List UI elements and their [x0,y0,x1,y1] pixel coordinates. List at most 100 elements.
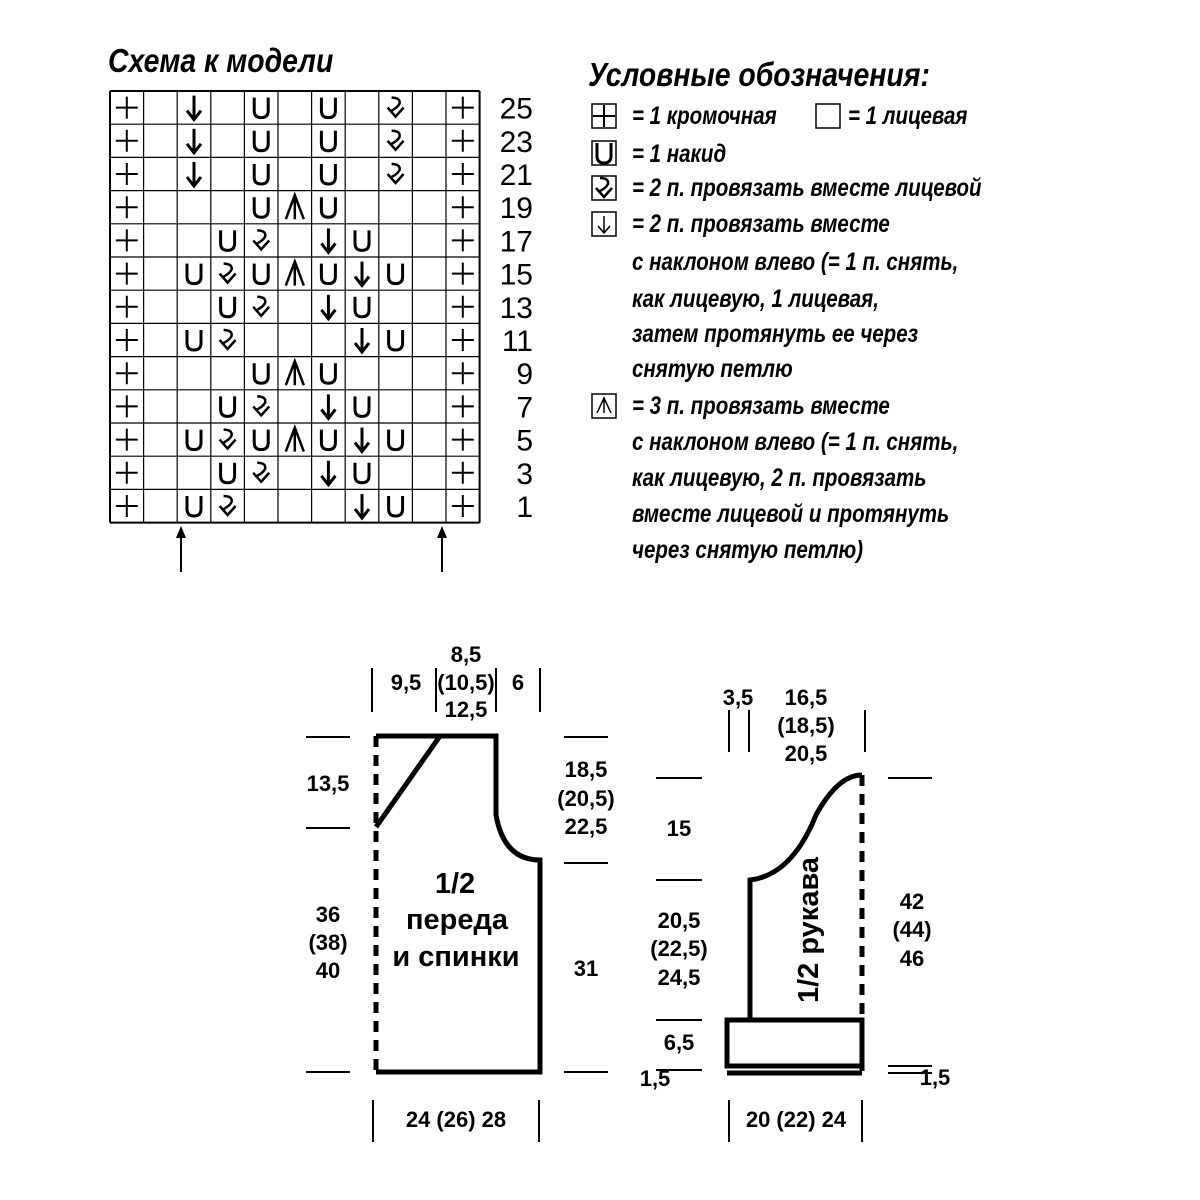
k2tog-symbol [251,229,271,251]
yarn-over-symbol [185,494,203,518]
sk2p-symbol [284,193,306,221]
legend-title: Условные обозначения: [588,56,930,93]
edge-stitch-symbol [114,460,139,485]
edge-stitch-symbol [114,128,139,153]
edge-stitch-symbol [114,195,139,220]
legend-yarn-over: = 1 накид [632,140,727,168]
k2tog-symbol [386,96,405,118]
sleeve-dim-top-right-3: 20,5 [785,741,828,766]
sleeve-dim-left-mid-3: 24,5 [658,965,701,990]
sk2p-symbol [284,426,306,453]
sleeve-piece [656,710,932,1142]
sleeve-dim-top-right-2: (18,5) [777,713,834,738]
edge-stitch-symbol [114,361,139,386]
sleeve-dim-cuff: 6,5 [664,1030,695,1055]
legend-ssk-desc-1: с наклоном влево (= 1 п. снять, [632,248,959,276]
legend-symbols [591,103,841,419]
k2tog-symbol [386,162,405,185]
yarn-over-symbol [252,129,270,153]
yarn-over-symbol [319,195,337,219]
legend-sk2p-desc-3: вместе лицевой и протянуть [632,500,950,528]
body-labels: 9,5 8,5 (10,5) 12,5 6 13,5 36 (38) 40 18… [307,642,615,1132]
sleeve-dim-top-right-1: 16,5 [785,685,828,710]
ssk-symbol [185,94,203,122]
edge-stitch-symbol [114,228,139,253]
row-number: 11 [502,325,533,358]
yarn-over-symbol [219,461,237,485]
body-dim-right-upper-1: 18,5 [565,757,608,782]
body-label-2: переда [406,904,509,936]
edge-stitch-symbol [114,328,139,352]
ssk-symbol [319,293,337,321]
yarn-over-symbol [185,428,203,452]
body-dim-right-upper-2: (20,5) [557,786,614,811]
ssk-symbol [185,160,203,188]
sleeve-label: 1/2 рукава [793,856,825,1003]
ssk-symbol [353,492,371,520]
edge-stitch-symbol [114,294,139,319]
edge-stitch-symbol [114,427,139,452]
yarn-over-symbol [252,195,270,219]
body-dim-left-upper: 13,5 [307,771,350,796]
edge-stitch-symbol [450,394,475,419]
yarn-over-symbol [219,394,237,418]
legend-ssk-desc-4: снятую петлю [632,355,793,383]
yarn-over-symbol [219,295,237,319]
sleeve-dim-left-mid-2: (22,5) [650,936,707,961]
edge-stitch-symbol [450,128,475,153]
yarn-over-symbol [353,228,371,252]
edge-stitch-symbol [114,95,139,120]
edge-stitch-symbol [450,162,475,186]
row-number: 13 [500,292,533,325]
edge-stitch-symbol [450,195,475,220]
body-dim-left-lower-2: (38) [308,930,347,955]
row-number: 1 [516,491,533,524]
sleeve-dim-left-mid-1: 20,5 [658,908,701,933]
ssk-symbol [353,326,371,354]
body-piece [306,668,608,1142]
legend-sk2p: = 3 п. провязать вместе [632,392,890,420]
yarn-over-symbol [319,162,337,186]
edge-stitch-symbol [450,294,475,319]
yarn-over-symbol [353,461,371,485]
chart-title: Схема к модели [108,42,334,79]
sleeve-dim-left-upper: 15 [667,816,691,841]
sk2p-symbol [284,359,306,387]
row-number: 21 [500,159,533,192]
row-number: 3 [516,458,533,491]
body-dim-top-left: 9,5 [391,670,422,695]
legend-knit-stitch: = 1 лицевая [848,102,968,130]
k2tog-symbol [218,262,237,284]
legend-edge-stitch: = 1 кромочная [632,102,777,130]
ssk-symbol [319,459,337,487]
sleeve-dim-top-left: 3,5 [723,685,754,710]
body-label-3: и спинки [392,941,519,973]
yarn-over-symbol [387,262,405,286]
body-dim-left-lower-3: 40 [316,958,340,983]
row-number: 9 [516,358,533,391]
legend-sk2p-desc-1: с наклоном влево (= 1 п. снять, [632,428,959,456]
row-number: 23 [500,126,533,159]
sleeve-dim-left-bottom: 1,5 [640,1066,671,1091]
ssk-symbol [185,127,203,155]
yarn-over-symbol [185,262,203,286]
body-dim-right-upper-3: 22,5 [565,814,608,839]
yarn-over-symbol [353,295,371,319]
row-number: 15 [500,259,533,292]
sleeve-dim-bottom: 20 (22) 24 [746,1107,847,1132]
body-dim-top-mid-2: (10,5) [437,670,494,695]
edge-stitch-symbol [450,95,475,120]
body-dim-top-mid-1: 8,5 [451,642,482,667]
body-label-1: 1/2 [435,868,475,900]
yarn-over-symbol [319,428,337,452]
row-number: 25 [500,93,533,126]
yarn-over-symbol [252,428,270,452]
yarn-over-symbol [319,96,337,120]
edge-stitch-symbol [450,228,475,253]
edge-stitch-symbol [114,261,139,286]
ssk-symbol [319,392,337,420]
yarn-over-symbol [185,328,203,352]
row-number: 7 [516,391,533,424]
